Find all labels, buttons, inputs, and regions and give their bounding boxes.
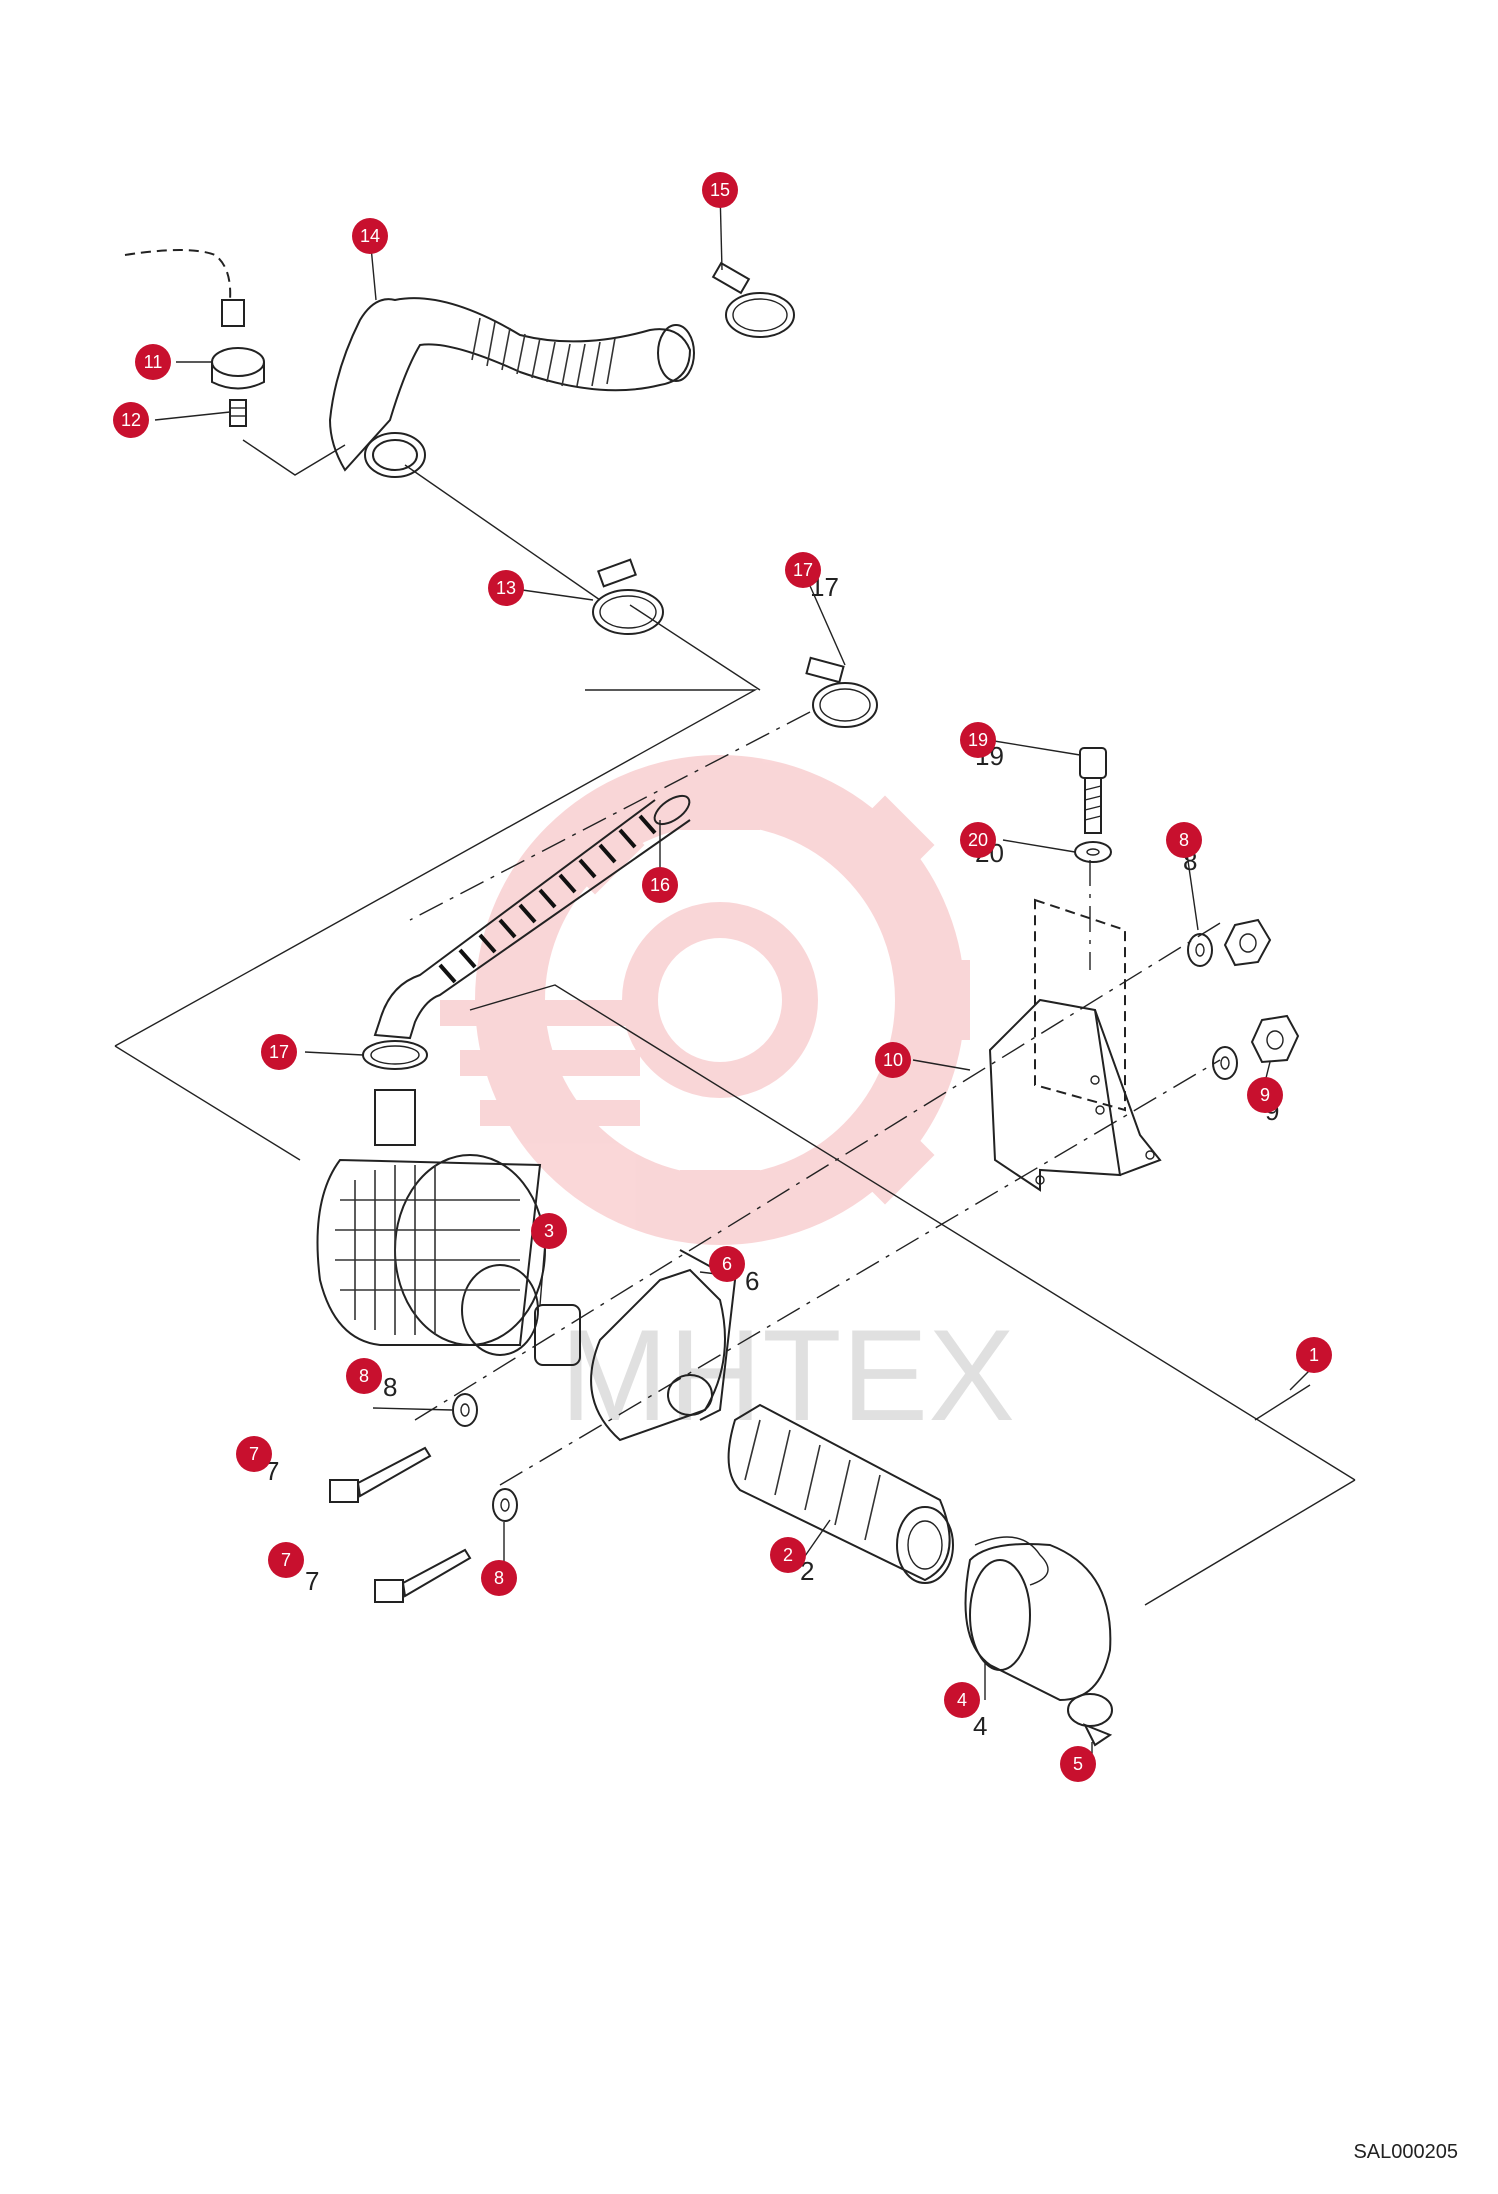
svg-text:14: 14 bbox=[360, 226, 380, 246]
svg-text:13: 13 bbox=[496, 578, 516, 598]
svg-text:6: 6 bbox=[722, 1254, 732, 1274]
callout-marker: 1 bbox=[1296, 1337, 1332, 1373]
svg-text:5: 5 bbox=[1073, 1754, 1083, 1774]
washer-right-upper bbox=[1187, 933, 1213, 967]
hose-clamp-17-upper bbox=[805, 656, 878, 728]
svg-text:16: 16 bbox=[650, 875, 670, 895]
gear-logo-icon bbox=[440, 755, 970, 1245]
svg-text:12: 12 bbox=[121, 410, 141, 430]
svg-text:2: 2 bbox=[783, 1545, 793, 1565]
hose-clamp-13 bbox=[592, 558, 664, 635]
plain-part-numbers: 2 4 6 7 7 8 8 9 17 19 20 bbox=[265, 572, 1279, 1741]
bolt-19 bbox=[1079, 747, 1107, 834]
washer-20 bbox=[1074, 841, 1112, 863]
upper-hose bbox=[328, 297, 695, 478]
svg-text:15: 15 bbox=[710, 180, 730, 200]
callout-marker: 5 bbox=[1060, 1746, 1096, 1782]
callout-marker: 9 bbox=[1247, 1077, 1283, 1113]
leader-lines bbox=[154, 189, 1321, 1760]
bolt-lower bbox=[374, 1548, 472, 1603]
callout-marker: 7 bbox=[236, 1436, 272, 1472]
callout-marker: 8 bbox=[1166, 822, 1202, 858]
washer-right-lower bbox=[1212, 1046, 1238, 1080]
bolt-upper bbox=[329, 1446, 432, 1503]
filter-element bbox=[727, 1403, 954, 1584]
plain-number: 7 bbox=[305, 1566, 319, 1596]
callout-marker: 16 bbox=[642, 867, 678, 903]
callout-marker: 15 bbox=[702, 172, 738, 208]
assembly-frame-lines bbox=[114, 439, 1356, 1606]
hose-clamp-17-lower bbox=[362, 1040, 428, 1070]
svg-text:4: 4 bbox=[957, 1690, 967, 1710]
svg-text:9: 9 bbox=[1260, 1085, 1270, 1105]
washer-left-upper bbox=[452, 1393, 478, 1427]
svg-text:11: 11 bbox=[144, 352, 163, 372]
callout-marker: 20 bbox=[960, 822, 996, 858]
callout-marker: 4 bbox=[944, 1682, 980, 1718]
filter-cover bbox=[964, 1536, 1112, 1702]
callout-marker: 8 bbox=[346, 1358, 382, 1394]
plain-number: 6 bbox=[745, 1266, 759, 1296]
svg-text:19: 19 bbox=[968, 730, 988, 750]
callout-marker: 17 bbox=[261, 1034, 297, 1070]
callout-marker: 3 bbox=[531, 1213, 567, 1249]
callout-marker: 2 bbox=[770, 1537, 806, 1573]
svg-text:8: 8 bbox=[359, 1366, 369, 1386]
callout-marker: 12 bbox=[113, 402, 149, 438]
svg-text:1: 1 bbox=[1309, 1345, 1319, 1365]
callout-marker: 14 bbox=[352, 218, 388, 254]
svg-text:20: 20 bbox=[968, 830, 988, 850]
svg-text:8: 8 bbox=[1179, 830, 1189, 850]
callout-marker: 13 bbox=[488, 570, 524, 606]
dust-valve bbox=[1067, 1693, 1113, 1747]
callout-marker: 8 bbox=[481, 1560, 517, 1596]
nut-right-upper bbox=[1223, 918, 1272, 967]
svg-text:8: 8 bbox=[494, 1568, 504, 1588]
drawing-reference-code: SAL000205 bbox=[1353, 2141, 1458, 2163]
svg-text:10: 10 bbox=[883, 1050, 903, 1070]
callout-marker: 7 bbox=[268, 1542, 304, 1578]
mounting-bracket bbox=[988, 898, 1162, 1192]
callout-marker: 6 bbox=[709, 1246, 745, 1282]
svg-text:17: 17 bbox=[269, 1042, 289, 1062]
watermark-text: MHTEX bbox=[560, 1302, 1015, 1448]
callout-marker: 10 bbox=[875, 1042, 911, 1078]
nut-right-lower bbox=[1250, 1014, 1300, 1064]
washer-left-lower bbox=[492, 1488, 518, 1522]
svg-text:7: 7 bbox=[281, 1550, 291, 1570]
svg-text:7: 7 bbox=[249, 1444, 259, 1464]
air-filter-housing bbox=[316, 1089, 581, 1366]
callout-marker: 11 bbox=[135, 344, 171, 380]
mounting-band bbox=[590, 1249, 737, 1442]
hose-clamp-15 bbox=[711, 261, 795, 338]
callout-markers: 1 2 3 4 5 6 7 7 8 8 8 9 10 11 12 13 14 1… bbox=[113, 172, 1332, 1782]
corrugated-hose bbox=[373, 794, 691, 1040]
vacuum-indicator bbox=[124, 249, 265, 427]
svg-text:17: 17 bbox=[793, 560, 813, 580]
svg-text:3: 3 bbox=[544, 1221, 554, 1241]
callout-marker: 17 bbox=[785, 552, 821, 588]
plain-number: 8 bbox=[383, 1372, 397, 1402]
plain-number: 4 bbox=[973, 1711, 987, 1741]
callout-marker: 19 bbox=[960, 722, 996, 758]
